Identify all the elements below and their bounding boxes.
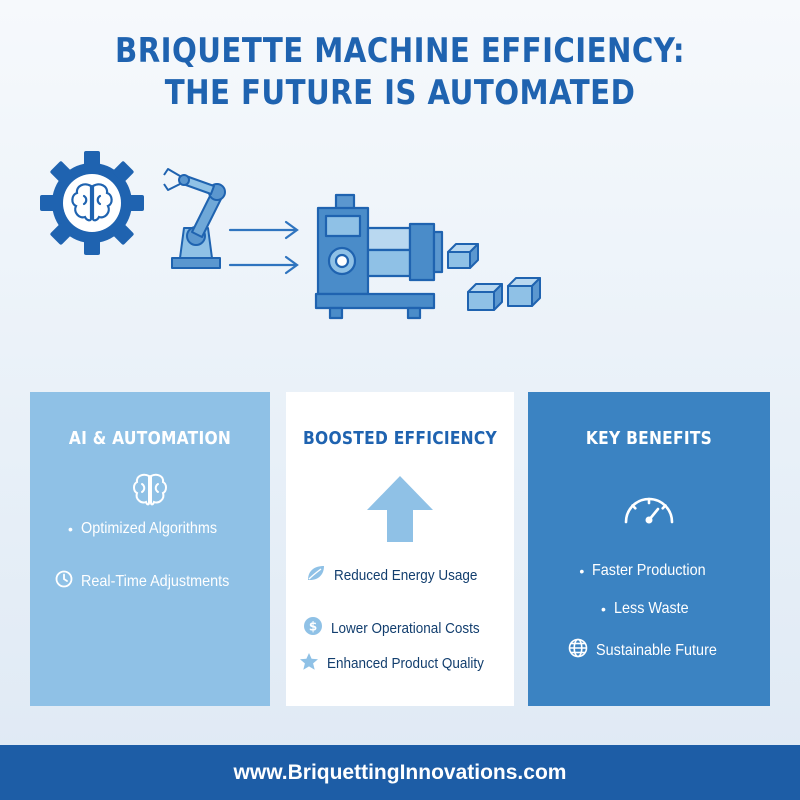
up-arrow-icon [286,474,514,549]
item-text: Faster Production [592,562,706,579]
list-item: Enhanced Product Quality [286,652,514,675]
item-text: Less Waste [613,600,689,617]
list-item: $ Lower Operational Costs [286,616,514,640]
item-text: Enhanced Product Quality [326,655,484,672]
list-item: • Faster Production [528,562,770,580]
item-text: Real-Time Adjustments [80,572,229,590]
footer-bar: www.BriquettingInnovations.com [0,745,800,800]
bullet-icon: • [579,563,585,579]
item-text: Sustainable Future [595,641,717,659]
item-text: Reduced Energy Usage [334,566,478,584]
item-text: Lower Operational Costs [331,619,481,637]
globe-icon [568,638,588,663]
key-benefits-panel: KEY BENEFITS • Faster Production • Less … [528,392,770,706]
hero-illustration [0,140,800,340]
briquette-block-icon [447,243,541,311]
list-item: Reduced Energy Usage [286,564,514,586]
clock-icon [55,570,73,593]
bullet-icon: • [67,521,73,537]
briquette-press-icon [314,193,444,320]
dollar-icon: $ [303,616,323,640]
list-item: • Less Waste [528,600,770,618]
list-item: • Optimized Algorithms [30,520,270,538]
efficiency-panel-title: BOOSTED EFFICIENCY [302,428,497,449]
bullet-icon: • [601,601,606,617]
benefits-panel-title: KEY BENEFITS [585,428,713,449]
gauge-icon [528,488,770,533]
arrow-right-icon [228,220,299,275]
brain-icon [30,472,270,511]
footer-url[interactable]: www.BriquettingInnovations.com [233,760,567,784]
title-line-1: BRIQUETTE MACHINE EFFICIENCY: [115,31,685,71]
list-item: Sustainable Future [528,638,770,663]
item-text: Optimized Algorithms [80,520,217,537]
boosted-efficiency-panel: BOOSTED EFFICIENCY Reduced Energy Usage … [286,392,514,706]
title-line-2: THE FUTURE IS AUTOMATED [164,73,636,113]
ai-automation-panel: AI & AUTOMATION • Optimized Algorithms R… [30,392,270,706]
ai-panel-title: AI & AUTOMATION [68,428,232,449]
brain-gear-icon [40,151,144,255]
star-icon [299,652,319,675]
svg-text:$: $ [309,620,317,634]
page-title: BRIQUETTE MACHINE EFFICIENCY: THE FUTURE… [56,30,744,114]
list-item: Real-Time Adjustments [30,570,270,593]
leaf-icon [306,564,326,586]
robot-arm-icon [163,168,226,269]
